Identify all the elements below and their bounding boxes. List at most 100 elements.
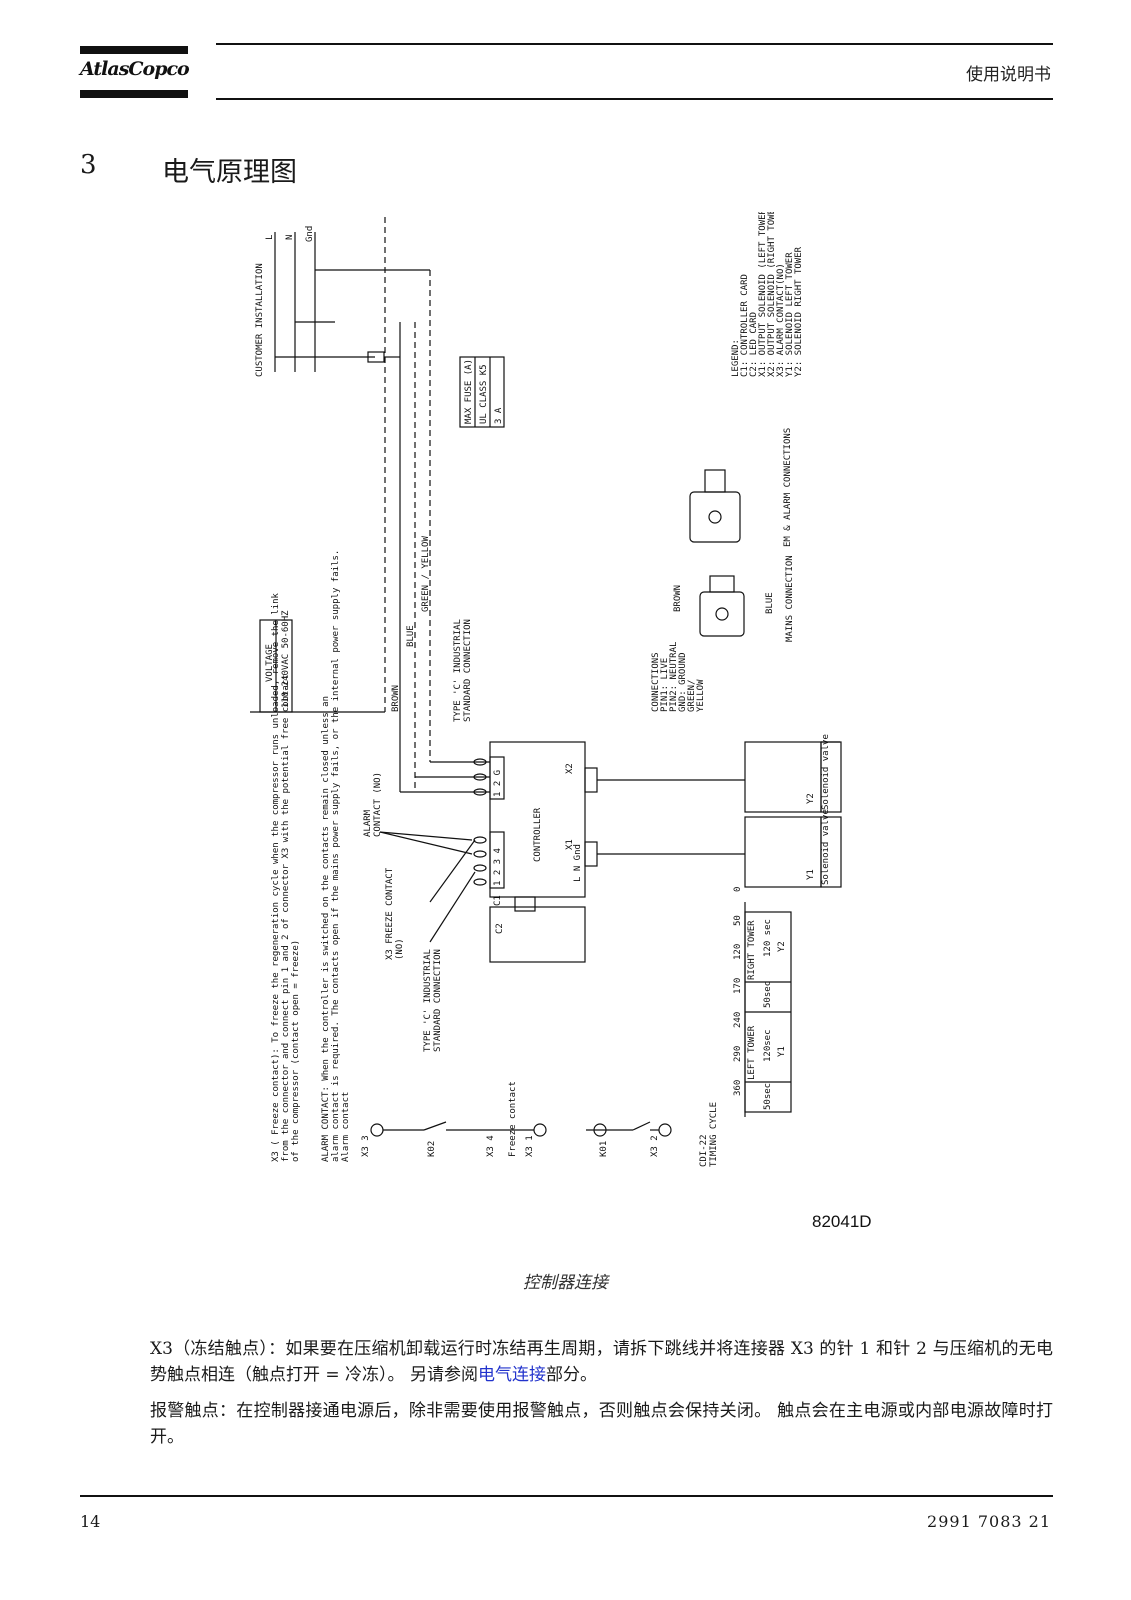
label-y1-timing: Y1	[777, 1046, 787, 1057]
manual-title: 使用说明书	[966, 65, 1051, 85]
label-brown: BROWN	[391, 685, 401, 712]
label-brown-pin: BROWN	[673, 585, 683, 612]
label-type-c-3: TYPE 'C' INDUSTRIAL	[423, 949, 433, 1052]
label-l: L	[265, 235, 275, 240]
legend-4: X1: OUTPUT SOLENOID (LEFT TOWER)	[758, 212, 768, 377]
label-max-fuse-1: MAX FUSE (A)	[464, 359, 474, 424]
paragraph-alarm-contact: 报警触点：在控制器接通电源后，除非需要使用报警触点，否则触点会保持关闭。 触点会…	[150, 1401, 1053, 1447]
label-blue-pin: BLUE	[765, 592, 775, 614]
label-t50-a: 50sec	[763, 981, 773, 1008]
label-x3-2: X3 2	[650, 1135, 660, 1157]
electrical-connection-link[interactable]: 电气连接	[477, 1365, 546, 1385]
label-voltage-1: VOLTAGE	[265, 644, 275, 682]
label-blue: BLUE	[406, 625, 416, 647]
label-max-fuse-3: 3 A	[494, 407, 504, 424]
figure-caption: 控制器连接	[523, 1273, 608, 1293]
label-voltage-2: 110-240VAC 50-60HZ	[281, 610, 291, 708]
label-solenoid-valve-y2: Solenoid valve	[821, 734, 831, 810]
label-x2: X2	[565, 763, 575, 774]
note-freeze-2: from the connector and connect pin 1 and…	[281, 674, 291, 1162]
footer-rule	[80, 1495, 1053, 1497]
label-type-c-4: STANDARD CONNECTION	[433, 949, 443, 1052]
label-t120-y2: 120 sec	[763, 919, 773, 957]
label-max-fuse-2: UL CLASS K5	[479, 364, 489, 424]
label-x3-3: X3 3	[361, 1135, 371, 1157]
label-controller: CONTROLLER	[533, 807, 543, 862]
legend-1: LEGEND:	[731, 339, 741, 377]
label-connections-1: CONNECTIONS	[651, 652, 661, 712]
label-em-alarm: EM & ALARM CONNECTIONS	[783, 428, 793, 547]
label-solenoid-valve-y1: Solenoid valve	[821, 809, 831, 885]
label-t50-b: 50sec	[763, 1083, 773, 1110]
legend-5: X2: OUTPUT SOLENOID (RIGHT TOWER)	[767, 212, 777, 377]
paragraph-freeze-contact-text: X3（冻结触点）：如果要在压缩机卸载运行时冻结再生周期，请拆下跳线并将连接器 X…	[150, 1339, 1053, 1385]
wiring-diagram: L N Gnd CUSTOMER INSTALLATION MAX FUSE (…	[240, 212, 880, 1232]
label-connections-5: GREEN/	[687, 679, 697, 712]
tick-0: 0	[733, 887, 743, 892]
label-pins-1234: 1 2 3 4	[493, 848, 503, 886]
label-gnd: Gnd	[305, 226, 315, 242]
paragraph-freeze-contact-tail: 部分。	[545, 1365, 597, 1385]
label-timing-2: TIMING CYCLE	[709, 1102, 719, 1167]
label-type-c-2: STANDARD CONNECTION	[463, 619, 473, 722]
label-x3-1: X3 1	[525, 1135, 535, 1157]
label-n: N	[285, 235, 295, 240]
label-y2: Y2	[806, 793, 816, 804]
label-alarm-contact-1: ALARM	[363, 809, 373, 837]
section-number: 3	[80, 150, 97, 180]
note-freeze-3: of the compressor (contact open = freeze…	[291, 940, 301, 1162]
label-k01: K01	[599, 1141, 609, 1157]
label-connections-6: YELLOW	[696, 679, 706, 712]
label-k02: K02	[427, 1141, 437, 1157]
tick-360: 360	[733, 1080, 743, 1096]
header-rule-top	[216, 43, 1053, 45]
label-x1: X1	[565, 839, 575, 850]
label-lngnd: L N Gnd	[573, 844, 583, 882]
label-c2: C2	[495, 923, 505, 934]
label-freeze-contact-2: (NO)	[395, 938, 405, 960]
label-connections-2: PIN1: LIVE	[660, 658, 670, 712]
legend-3: C2: LED CARD	[749, 312, 759, 377]
tick-170: 170	[733, 978, 743, 994]
tick-120: 120	[733, 944, 743, 960]
label-connections-3: PIN2: NEUTRAL	[669, 642, 679, 712]
document-number: 2991 7083 21	[927, 1512, 1051, 1531]
header-rule-bottom	[216, 98, 1053, 100]
label-customer-installation: CUSTOMER INSTALLATION	[255, 263, 265, 377]
atlas-copco-logo: AtlasCopco	[80, 46, 190, 100]
label-t120-y1: 120sec	[763, 1029, 773, 1062]
logo-text: AtlasCopco	[80, 58, 190, 80]
label-c1: C1	[493, 895, 503, 906]
tick-290: 290	[733, 1046, 743, 1062]
label-connections-4: GND: GROUND	[678, 652, 688, 712]
label-green-yellow: GREEN / YELLOW	[421, 536, 431, 612]
legend-2: C1: CONTROLLER CARD	[740, 274, 750, 377]
legend-7: Y1: SOLENOID LEFT TOWER	[785, 252, 795, 377]
logo-bar-top	[80, 46, 188, 54]
section-title: 电气原理图	[162, 157, 297, 188]
note-alarm-3: Alarm contact	[341, 1092, 351, 1162]
label-mains-connection: MAINS CONNECTION	[785, 555, 795, 642]
diagram-code: 82041D	[812, 1212, 872, 1231]
note-alarm-1: ALARM CONTACT: When the controller is sw…	[321, 696, 331, 1162]
label-type-c-1: TYPE 'C' INDUSTRIAL	[453, 619, 463, 722]
label-right-tower: RIGHT TOWER	[747, 920, 757, 980]
wiring-diagram-svg: L N Gnd CUSTOMER INSTALLATION MAX FUSE (…	[250, 212, 842, 1167]
note-alarm-2: alarm contact is required. The contacts …	[331, 550, 341, 1162]
paragraph-freeze-contact: X3（冻结触点）：如果要在压缩机卸载运行时冻结再生周期，请拆下跳线并将连接器 X…	[150, 1336, 1053, 1388]
label-left-tower: LEFT TOWER	[747, 1025, 757, 1080]
tick-240: 240	[733, 1012, 743, 1028]
label-x3-4: X3 4	[486, 1135, 496, 1157]
label-freeze-contact-3: Freeze contact	[508, 1081, 518, 1157]
legend-6: X3: ALARM CONTACT(NO)	[776, 263, 786, 377]
page-number: 14	[80, 1512, 101, 1531]
label-y2-timing: Y2	[777, 941, 787, 952]
legend-8: Y2: SOLENOID RIGHT TOWER	[794, 246, 804, 377]
label-timing-1: CDI-22	[699, 1134, 709, 1167]
tick-50: 50	[733, 915, 743, 926]
label-pins-123g: 1 2 G	[493, 770, 503, 797]
logo-bar-bottom	[80, 90, 188, 98]
note-freeze-1: X3 ( Freeze contact): To freeze the rege…	[271, 592, 281, 1162]
label-freeze-contact-1: X3 FREEZE CONTACT	[385, 867, 395, 960]
label-alarm-contact-2: CONTACT (NO)	[373, 772, 383, 837]
